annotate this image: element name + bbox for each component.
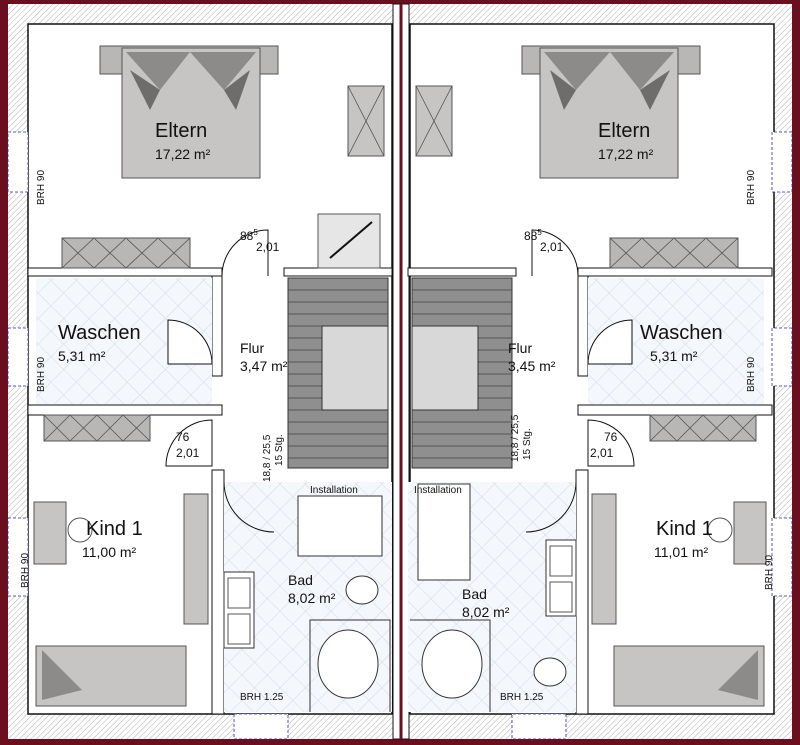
room-area-kind-left: 11,00 m²: [82, 544, 137, 560]
wardrobe-eltern: [61, 85, 385, 269]
bath-fixtures-left: [223, 495, 391, 712]
room-area-kind-right: 11,01 m²: [654, 544, 709, 560]
stairs-left: [287, 277, 389, 469]
stair-steps-right: 15 Stg.: [522, 428, 533, 460]
brh-mid-left: BRH 90: [36, 356, 47, 392]
brh-top-left: BRH 90: [36, 169, 47, 205]
bed-eltern: [99, 45, 279, 179]
room-name-bad-right: Bad: [462, 586, 487, 602]
door-width-kind-right: 76: [604, 430, 618, 444]
room-area-eltern-right: 17,22 m²: [598, 146, 654, 162]
room-name-kind-left: Kind 1: [86, 518, 143, 540]
brh-bottom-left: BRH 90: [20, 552, 31, 588]
door-height-eltern-left: 2,01: [256, 240, 280, 254]
door-height-eltern-right: 2,01: [540, 240, 564, 254]
room-area-waschen-right: 5,31 m²: [650, 348, 698, 364]
room-name-eltern-left: Eltern: [155, 120, 208, 142]
left-unit: [7, 45, 393, 740]
room-name-bad-left: Bad: [288, 572, 313, 588]
installation-label-left: Installation: [310, 485, 358, 496]
brh-bath-left: BRH 1.25: [240, 692, 284, 703]
room-area-waschen-left: 5,31 m²: [58, 348, 106, 364]
stair-ratio-right: 18,8 / 25,5: [510, 414, 521, 462]
room-name-eltern-right: Eltern: [598, 120, 651, 142]
room-name-flur-left: Flur: [240, 340, 265, 356]
stair-ratio-left: 18,8 / 25,5: [262, 434, 273, 482]
stair-steps-left: 15 Stg.: [274, 434, 285, 466]
door-width-eltern-left: 885: [240, 228, 258, 243]
brh-bath-right: BRH 1.25: [500, 692, 544, 703]
brh-bottom-right: BRH 90: [764, 554, 775, 590]
room-name-kind-right: Kind 1: [656, 518, 713, 540]
door-height-kind-right: 2,01: [590, 446, 614, 460]
kind-furniture: [33, 414, 209, 707]
room-name-flur-right: Flur: [508, 340, 533, 356]
door-height-kind-left: 2,01: [176, 446, 200, 460]
room-name-waschen-right: Waschen: [640, 322, 723, 344]
door-width-eltern-right: 885: [524, 228, 542, 243]
room-name-waschen-left: Waschen: [58, 322, 141, 344]
room-area-bad-right: 8,02 m²: [462, 604, 510, 620]
door-width-kind-left: 76: [176, 430, 190, 444]
right-unit: [407, 45, 793, 740]
room-area-flur-left: 3,47 m²: [240, 358, 288, 374]
windows-left: [7, 131, 289, 740]
room-area-bad-left: 8,02 m²: [288, 590, 336, 606]
room-area-flur-right: 3,45 m²: [508, 358, 556, 374]
brh-mid-right: BRH 90: [746, 356, 757, 392]
room-area-eltern-left: 17,22 m²: [155, 146, 211, 162]
brh-top-right: BRH 90: [746, 169, 757, 205]
installation-label-right: Installation: [414, 485, 462, 496]
